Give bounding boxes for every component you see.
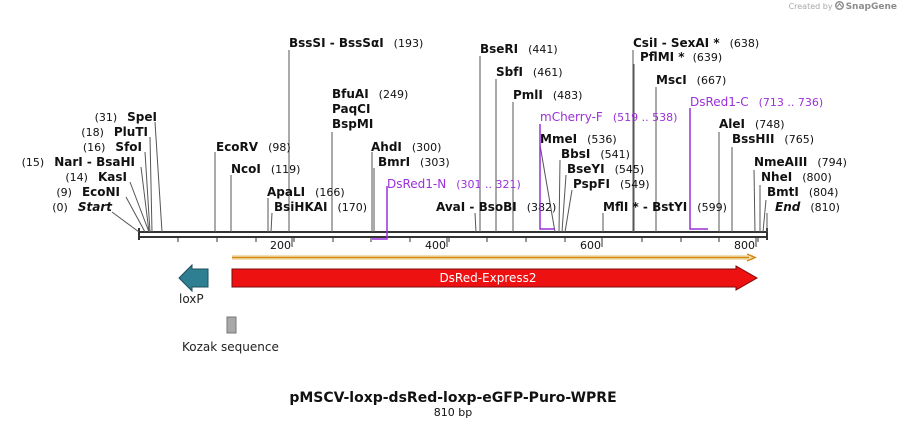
map-subtitle: 810 bp [434,406,472,419]
site-bsssi: BssSI - BssSαI(193) [289,36,423,50]
site-leader-lines [111,50,768,233]
primer-mcherry-f: mCherry-F(519 .. 538) [540,110,677,124]
site-pflmi: PflMI *(639) [640,50,722,64]
site-pmli: PmlI(483) [513,88,582,102]
site-bmri: BmrI(303) [378,155,450,169]
loxp-feature: loxP [178,263,209,306]
site-bseyi: BseYI(545) [567,162,644,176]
site-ncoi: NcoI(119) [231,162,300,176]
site-nhei: NheI(800) [761,170,832,184]
snapgene-logo-icon [834,1,844,12]
tick-label-200: 200 [270,239,291,252]
site-csii-sexai: CsiI - SexAI *(638) [633,36,759,50]
site-alei: AleI(748) [719,117,785,131]
site-bbsi: BbsI(541) [561,147,630,161]
kozak-label: Kozak sequence [182,340,279,354]
credit-prefix: Created by [788,2,833,11]
site-paqci: PaqCI [332,102,370,116]
site-end: End(810) [775,200,840,214]
primer-dsred1-n-mark [372,186,388,240]
sequence-backbone [138,228,768,240]
site-bspmi: BspMI [332,117,373,131]
site-apali: ApaLI(166) [267,185,345,199]
kozak-feature: Kozak sequence [182,316,279,354]
site-ahdi: AhdI(300) [371,140,441,154]
snapgene-credit: Created by SnapGene [789,1,897,12]
restriction-sites: BssSI - BssSαI(193) BseRI(441) SbfI(461)… [22,36,847,214]
site-sbfi: SbfI(461) [496,65,563,79]
site-nari-bsahi: (15)NarI - BsaHI [22,155,135,169]
site-start: (0)Start [52,200,113,214]
primer-mcherry-f-mark [539,124,555,230]
site-bsihkai: BsiHKAI(170) [274,200,367,214]
primer-dsred1-c-mark [689,108,708,230]
site-kasi: (14)KasI [65,170,127,184]
primer-dsred1-n: DsRed1-N(301 .. 321) [387,177,521,191]
tick-label-400: 400 [425,239,446,252]
site-bfuai: BfuAI(249) [332,87,408,101]
primer-dsred1-c: DsRed1-C(713 .. 736) [690,95,823,109]
orf-bar [232,253,757,262]
site-mmei: MmeI(536) [540,132,617,146]
site-sfoi: (16)SfoI [83,140,142,154]
site-avai-bsobi: AvaI - BsoBI(382) [436,200,556,214]
site-bmti: BmtI(804) [767,185,838,199]
site-ecorv: EcoRV(98) [216,140,291,154]
dsred-express2-label: DsRed-Express2 [439,271,536,285]
site-msci: MscI(667) [656,73,726,87]
site-econi: (9)EcoNI [56,185,120,199]
credit-brand: SnapGene [845,1,897,12]
site-pspfi: PspFI(549) [573,177,650,191]
loxp-label: loxP [179,292,204,306]
tick-label-800: 800 [734,239,755,252]
ruler-ticks [177,238,759,247]
site-bseri: BseRI(441) [480,42,558,56]
tick-label-600: 600 [580,239,601,252]
site-nmeaiii: NmeAIII(794) [754,155,847,169]
map-title: pMSCV-loxp-dsRed-loxp-eGFP-Puro-WPRE [289,390,616,406]
primers: mCherry-F(519 .. 538) DsRed1-C(713 .. 73… [372,95,823,240]
site-mfli-bstyi: MflI * - BstYI(599) [603,200,727,214]
dsred-express2-feature: DsRed-Express2 [231,265,759,291]
site-spei: (31)SpeI [95,110,157,124]
site-bsshii: BssHII(765) [732,132,814,146]
site-pluti: (18)PluTI [81,125,148,139]
